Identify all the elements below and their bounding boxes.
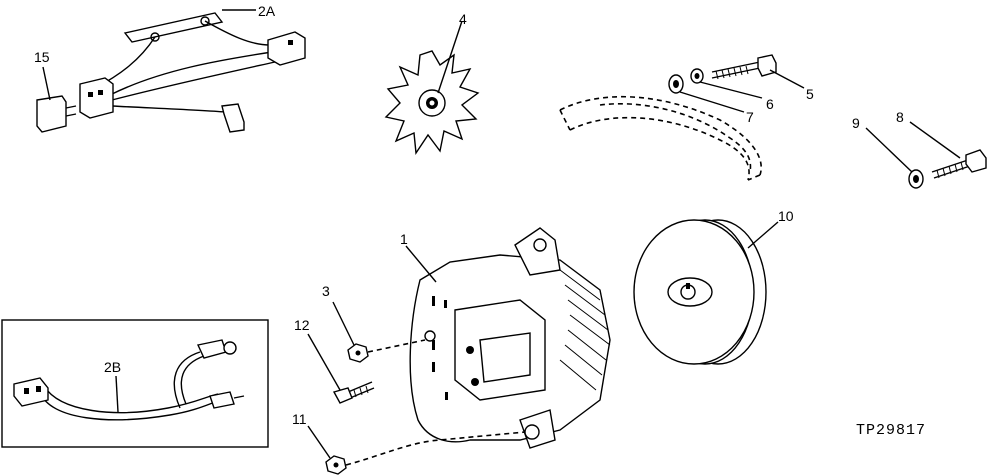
bolt-5: [711, 54, 805, 89]
drive-belt: [559, 95, 762, 181]
nut-3: [332, 301, 426, 363]
pulley: [633, 219, 779, 365]
callout-8: 8: [896, 109, 904, 125]
callout-1: 1: [400, 231, 408, 247]
alternator: [405, 227, 611, 449]
callout-4: 4: [459, 11, 467, 27]
bolt-12: [307, 333, 375, 404]
callout-2b: 2B: [104, 359, 121, 375]
bolt-8: [909, 121, 987, 179]
callout-6: 6: [766, 96, 774, 112]
callout-2a: 2A: [258, 3, 276, 19]
lock-washer-6: [690, 68, 763, 99]
figure-id: TP29817: [856, 422, 926, 439]
callout-10: 10: [778, 208, 794, 224]
fan: [384, 20, 480, 156]
callout-9: 9: [852, 115, 860, 131]
callout-11: 11: [292, 411, 307, 427]
callout-15: 15: [34, 49, 50, 65]
washer-7: [668, 74, 745, 113]
wiring-harness-2a: [36, 12, 306, 133]
inset-harness-2b: [1, 319, 269, 448]
callout-12: 12: [294, 317, 310, 333]
nut-11: [307, 425, 526, 475]
callout-7: 7: [746, 109, 754, 125]
callout-5: 5: [806, 86, 814, 102]
callout-3: 3: [322, 283, 330, 299]
washer-9: [865, 127, 924, 189]
